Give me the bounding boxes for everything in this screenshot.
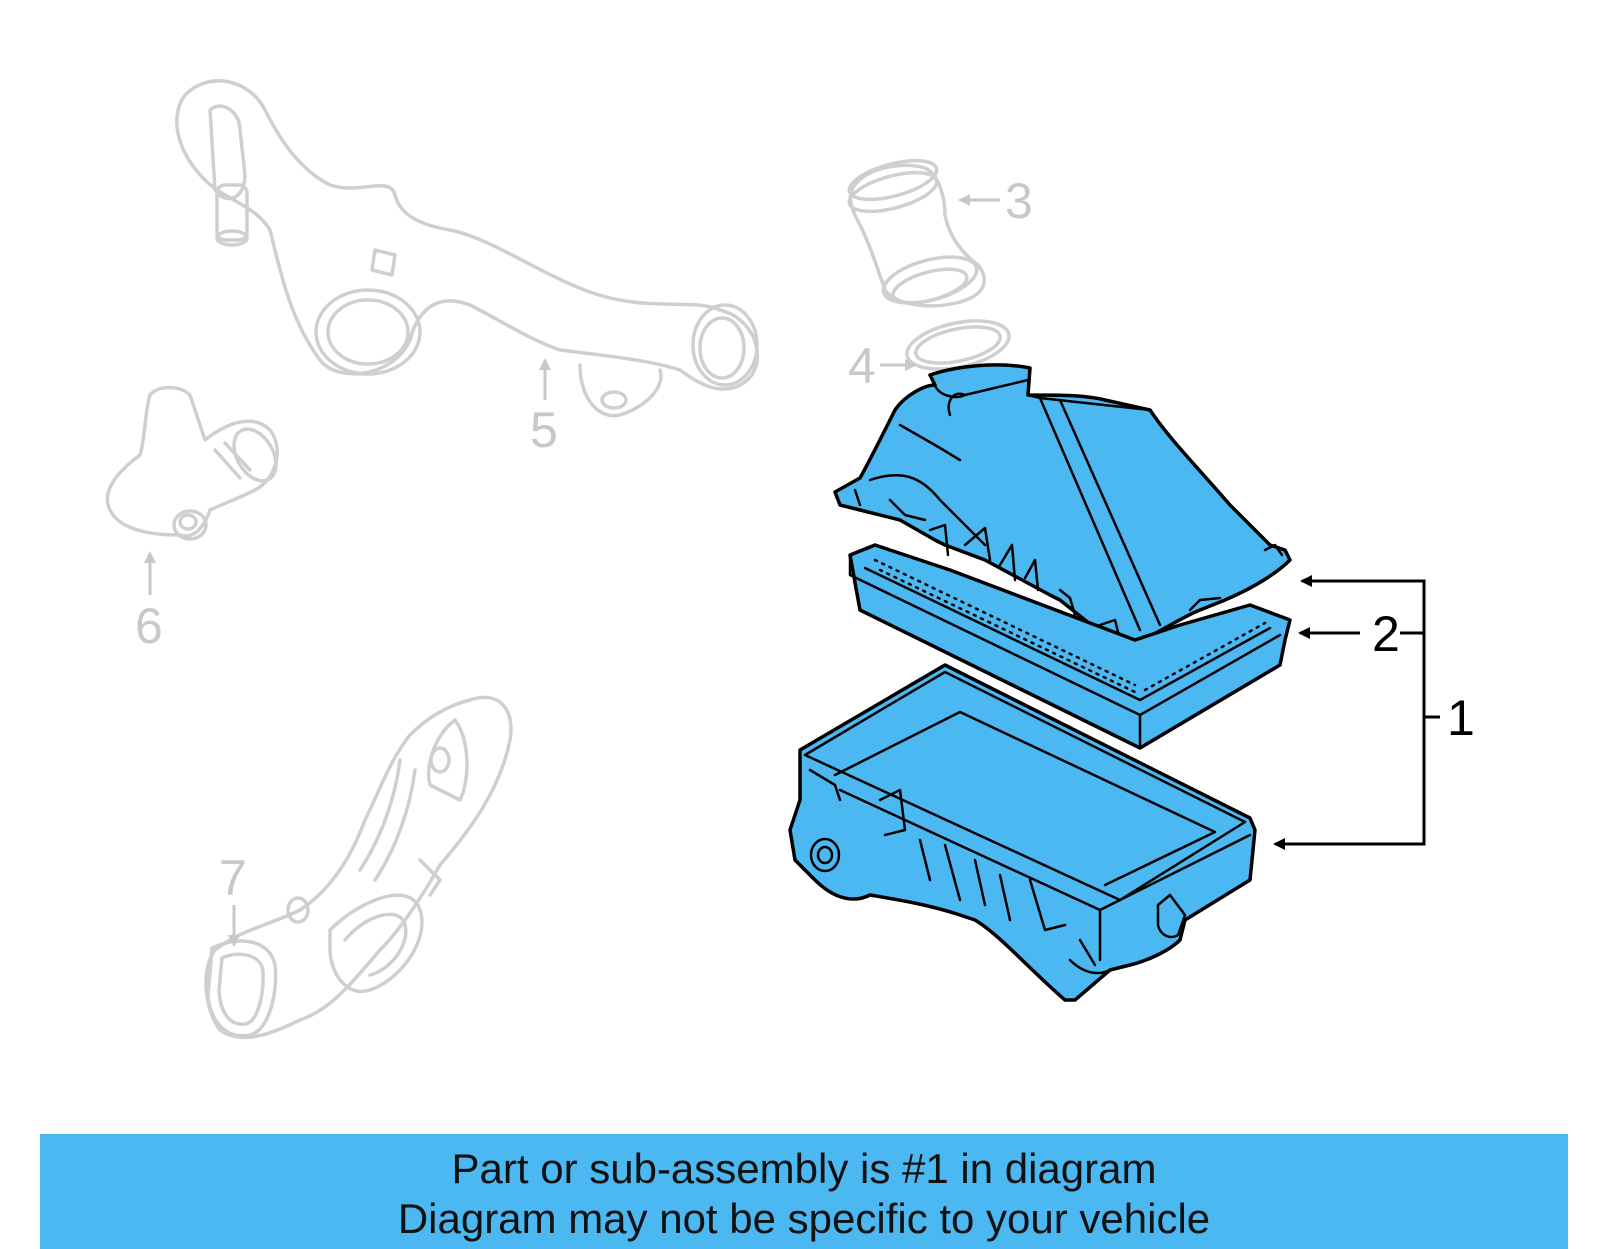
duct-part-7 (204, 695, 513, 1040)
info-banner: Part or sub-assembly is #1 in diagram Di… (40, 1134, 1568, 1249)
leader-lines (144, 194, 1440, 947)
air-cleaner-lower-housing (788, 663, 1257, 1002)
callout-3: 3 (1005, 173, 1033, 229)
callout-2: 2 (1372, 606, 1400, 662)
bracket-1-leader (1273, 579, 1426, 850)
banner-line-2: Diagram may not be specific to your vehi… (397, 1195, 1211, 1242)
sensor-sleeve-part-3 (847, 158, 986, 308)
callout-7: 7 (219, 850, 247, 906)
callout-1: 1 (1447, 690, 1475, 746)
callout-6: 6 (135, 598, 163, 654)
intake-duct-part-5 (175, 79, 760, 418)
banner-line-1: Part or sub-assembly is #1 in diagram (451, 1145, 1157, 1192)
air-filter-element-part-2 (848, 543, 1292, 750)
callout-4: 4 (848, 338, 876, 394)
callout-5: 5 (530, 402, 558, 458)
parts-diagram: 1 2 3 4 5 6 7 (105, 79, 1475, 1040)
air-cleaner-upper-cover (833, 363, 1292, 650)
hose-part-6 (105, 385, 279, 541)
